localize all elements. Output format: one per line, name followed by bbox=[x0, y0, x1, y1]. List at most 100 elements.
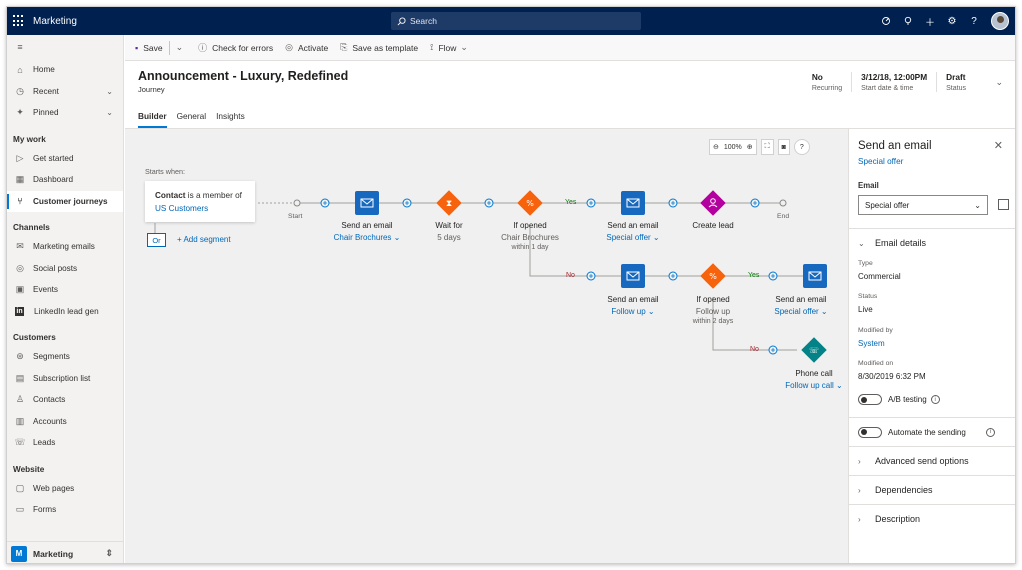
automate-toggle[interactable] bbox=[858, 426, 882, 438]
node-send-email-3[interactable]: Send an email Follow up ⌄ bbox=[588, 294, 678, 317]
automate-row: Automate the sending i bbox=[849, 417, 1015, 446]
condition-node-icon[interactable] bbox=[700, 263, 726, 289]
node-if-opened-1[interactable]: If opened Chair Brochures within 1 day bbox=[485, 220, 575, 252]
add-segment-link[interactable]: + Add segment bbox=[177, 235, 231, 244]
sidebar-item-subscription-list[interactable]: ▤Subscription list bbox=[7, 368, 123, 390]
or-button[interactable]: Or bbox=[147, 233, 166, 247]
node-content-link[interactable]: Follow up call ⌄ bbox=[785, 380, 843, 390]
node-send-email-2[interactable]: Send an email Special offer ⌄ bbox=[588, 220, 678, 243]
header-field-label: Status bbox=[946, 85, 966, 92]
sidebar-item-web-pages[interactable]: ▢Web pages bbox=[7, 478, 123, 500]
tab-general[interactable]: General bbox=[176, 111, 207, 121]
area-switcher[interactable]: M Marketing ⇕ bbox=[7, 541, 123, 563]
email-select[interactable]: Special offer ⌄ bbox=[858, 195, 988, 215]
sidebar-item-segments[interactable]: ⊛Segments bbox=[7, 346, 123, 368]
zoom-in-icon[interactable]: ⊕ bbox=[746, 144, 753, 151]
phone-icon: ☏ bbox=[809, 346, 819, 355]
sidebar-item-leads[interactable]: ☏Leads bbox=[7, 432, 123, 454]
menu-toggle[interactable]: ≡ bbox=[7, 35, 123, 59]
edit-record-icon[interactable] bbox=[998, 199, 1009, 210]
help-icon[interactable]: ? bbox=[971, 15, 977, 27]
save-as-template-button[interactable]: ⎘Save as template bbox=[340, 42, 418, 53]
sidebar-item-contacts[interactable]: ♙Contacts bbox=[7, 389, 123, 411]
sidebar-item-pinned[interactable]: ✦Pinned⌄ bbox=[7, 102, 123, 124]
search-box[interactable]: Search bbox=[391, 12, 641, 30]
sidebar-item-forms[interactable]: ▭Forms bbox=[7, 499, 123, 521]
info-icon[interactable]: i bbox=[986, 427, 995, 437]
hamburger-icon: ≡ bbox=[17, 42, 23, 52]
save-options-button[interactable]: ⌄ bbox=[176, 42, 189, 53]
activate-button[interactable]: ◎Activate bbox=[285, 42, 328, 53]
assistant-icon[interactable] bbox=[875, 7, 897, 35]
sidebar-item-recent[interactable]: ◷Recent⌄ bbox=[7, 81, 123, 103]
journey-canvas[interactable]: ⊖ 100% ⊕ ⛶ ◙ ? Starts when: Contact is a… bbox=[125, 129, 848, 563]
zoom-control: ⊖ 100% ⊕ bbox=[709, 139, 757, 155]
ab-testing-toggle[interactable] bbox=[858, 394, 882, 405]
screenshot-button[interactable]: ◙ bbox=[777, 139, 790, 155]
node-send-email-4[interactable]: Send an email Special offer ⌄ bbox=[758, 294, 844, 317]
node-content-link[interactable]: Special offer ⌄ bbox=[606, 232, 660, 242]
email-node-icon[interactable] bbox=[355, 191, 379, 215]
pin-icon: ✦ bbox=[16, 107, 24, 118]
entity-name: Journey bbox=[138, 85, 165, 94]
add-icon[interactable]: ＋ bbox=[925, 17, 935, 29]
sidebar-item-accounts[interactable]: ▥Accounts bbox=[7, 411, 123, 433]
phone-node-icon[interactable] bbox=[801, 337, 827, 363]
close-icon[interactable]: ✕ bbox=[993, 140, 1003, 152]
sidebar-group-title: Customers bbox=[13, 333, 56, 342]
description-section[interactable]: › Description bbox=[849, 504, 1015, 533]
header-field-value: 3/12/18, 12:00PM bbox=[861, 72, 928, 82]
zoom-toolbar: ⊖ 100% ⊕ ⛶ ◙ ? bbox=[709, 139, 810, 155]
person-icon: ♙ bbox=[15, 394, 25, 405]
tab-insights[interactable]: Insights bbox=[216, 111, 245, 121]
gear-icon[interactable]: ⚙ bbox=[947, 15, 957, 27]
mail-flap bbox=[626, 198, 640, 205]
expand-header-icon[interactable]: ⌄ bbox=[995, 77, 1003, 87]
sidebar-item-customer-journeys[interactable]: ⑂Customer journeys bbox=[7, 190, 123, 212]
segment-link[interactable]: US Customers bbox=[155, 204, 209, 213]
dependencies-section[interactable]: › Dependencies bbox=[849, 475, 1015, 504]
fit-to-screen-button[interactable]: ⛶ bbox=[760, 139, 774, 155]
segment-card[interactable]: Contact is a member of US Customers bbox=[145, 181, 255, 222]
field-value-modified-by[interactable]: System bbox=[858, 339, 885, 348]
node-wait[interactable]: Wait for 5 days bbox=[404, 220, 494, 243]
help-button[interactable]: ? bbox=[793, 139, 810, 155]
condition-node-icon[interactable] bbox=[517, 190, 543, 216]
flow-button[interactable]: ⟟Flow⌄ bbox=[430, 42, 473, 53]
app-launcher-icon[interactable] bbox=[13, 15, 25, 27]
zoom-out-icon[interactable]: ⊖ bbox=[713, 144, 719, 151]
sidebar-item-social-posts[interactable]: ◎Social posts bbox=[7, 258, 123, 280]
node-phone-call[interactable]: Phone call Follow up call ⌄ bbox=[769, 368, 859, 391]
wait-node-icon[interactable] bbox=[436, 190, 462, 216]
node-content-link[interactable]: Special offer ⌄ bbox=[774, 306, 828, 316]
area-badge: M bbox=[11, 545, 27, 562]
node-if-opened-2[interactable]: If opened Follow up within 2 days bbox=[668, 294, 758, 326]
node-content-link[interactable]: Follow up ⌄ bbox=[611, 306, 655, 316]
email-node-icon[interactable] bbox=[803, 264, 827, 288]
avatar[interactable] bbox=[991, 12, 1009, 30]
sidebar-item-get-started[interactable]: ▷Get started bbox=[7, 148, 123, 170]
node-content-link[interactable]: Chair Brochures ⌄ bbox=[333, 232, 401, 242]
info-icon[interactable]: i bbox=[930, 395, 940, 404]
node-send-email-1[interactable]: Send an email Chair Brochures ⌄ bbox=[322, 220, 412, 243]
sidebar-item-label: Forms bbox=[33, 505, 57, 515]
chevron-down-icon: ⌄ bbox=[175, 42, 184, 52]
up-down-chevron-icon: ⇕ bbox=[105, 548, 113, 558]
panel-subtitle[interactable]: Special offer bbox=[858, 157, 904, 166]
email-node-icon[interactable] bbox=[621, 264, 645, 288]
node-create-lead[interactable]: Create lead bbox=[668, 220, 758, 232]
sidebar-item-dashboard[interactable]: ▦Dashboard bbox=[7, 169, 123, 191]
sidebar-item-home[interactable]: ⌂Home bbox=[7, 59, 123, 81]
lightbulb-icon[interactable] bbox=[897, 7, 919, 35]
advanced-send-options-section[interactable]: › Advanced send options bbox=[849, 446, 1015, 475]
tab-builder[interactable]: Builder bbox=[138, 110, 167, 128]
email-details-section[interactable]: ⌄ Email details bbox=[849, 228, 1015, 257]
sidebar-item-marketing-emails[interactable]: ✉Marketing emails bbox=[7, 236, 123, 258]
check-errors-label: Check for errors bbox=[212, 42, 274, 53]
email-node-icon[interactable] bbox=[621, 191, 645, 215]
sidebar-item-events[interactable]: ▣Events bbox=[7, 279, 123, 301]
save-button[interactable]: ▪Save bbox=[135, 43, 163, 53]
